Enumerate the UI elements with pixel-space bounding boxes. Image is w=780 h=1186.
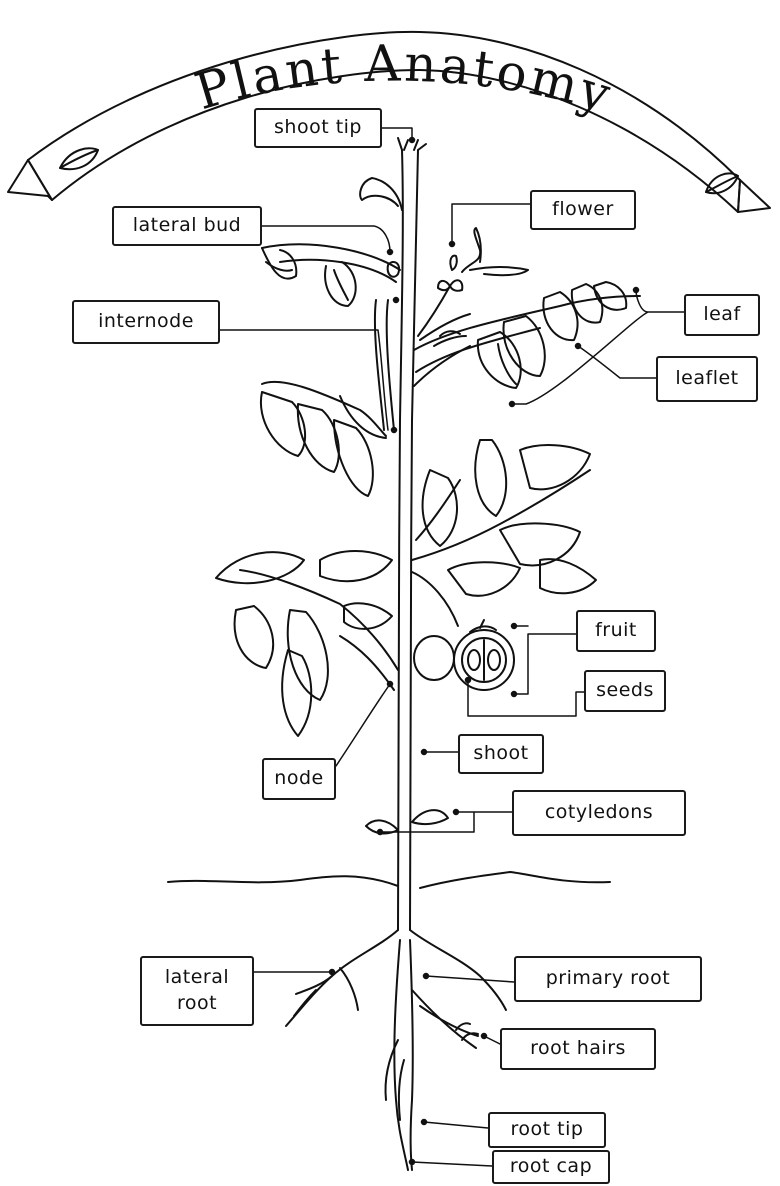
label-lateral-root: lateral root [140,956,254,1026]
label-leaf: leaf [684,294,760,336]
label-shoot-tip: shoot tip [254,108,382,148]
label-root-cap: root cap [492,1150,610,1184]
upper-left-branch [262,178,402,430]
label-shoot: shoot [458,734,544,774]
root-system [286,930,506,1170]
label-root-hairs: root hairs [500,1028,656,1070]
label-lateral-bud: lateral bud [112,206,262,246]
label-fruit: fruit [576,610,656,652]
label-primary-root: primary root [514,956,702,1002]
soil-line [168,872,610,888]
middle-right-leaf-cluster [412,440,596,596]
label-root-tip: root tip [488,1112,606,1148]
label-internode: internode [72,300,220,344]
flower-illustration [418,228,528,346]
lower-left-leaf-cluster [216,551,398,736]
upper-left-leaf-cluster [261,248,386,496]
title-banner: Plant Anatomy [8,32,770,212]
label-node: node [262,758,336,800]
label-cotyledons: cotyledons [512,790,686,836]
label-seeds: seeds [584,670,666,712]
label-flower: flower [530,190,636,230]
label-leaflet: leaflet [656,356,758,402]
